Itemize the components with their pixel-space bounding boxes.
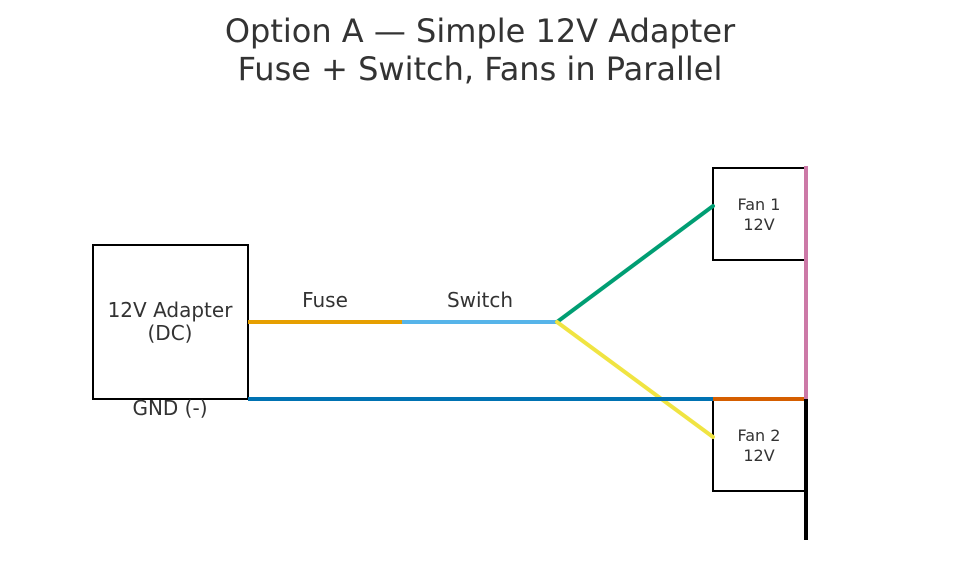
fuse-label: Fuse	[302, 288, 348, 312]
fan-1-box: Fan 1 12V	[712, 167, 806, 261]
adapter-box-border	[92, 244, 249, 400]
diagram-title-line-1: Option A — Simple 12V Adapter	[225, 12, 736, 50]
switch-label: Switch	[447, 288, 513, 312]
fan-2-box: Fan 2 12V	[712, 398, 806, 492]
ground-label: GND (-)	[132, 396, 207, 420]
fan-1-box-border	[712, 167, 806, 261]
fan-2-feed-wire	[555, 320, 715, 439]
fan-2-label-line-1: Fan 2	[738, 426, 781, 445]
fan-2-box-border	[712, 398, 806, 492]
fan-1-label-line-2: 12V	[743, 215, 774, 234]
adapter-label-line-2: (DC)	[148, 321, 193, 345]
diagram-title-line-2: Fuse + Switch, Fans in Parallel	[238, 50, 723, 88]
adapter-label-line-1: 12V Adapter	[108, 298, 234, 322]
adapter-box: 12V Adapter (DC)	[92, 244, 249, 400]
fan-1-feed-wire	[555, 204, 715, 324]
fan-2-label-line-2: 12V	[743, 446, 774, 465]
fan-1-label-line-1: Fan 1	[738, 195, 781, 214]
